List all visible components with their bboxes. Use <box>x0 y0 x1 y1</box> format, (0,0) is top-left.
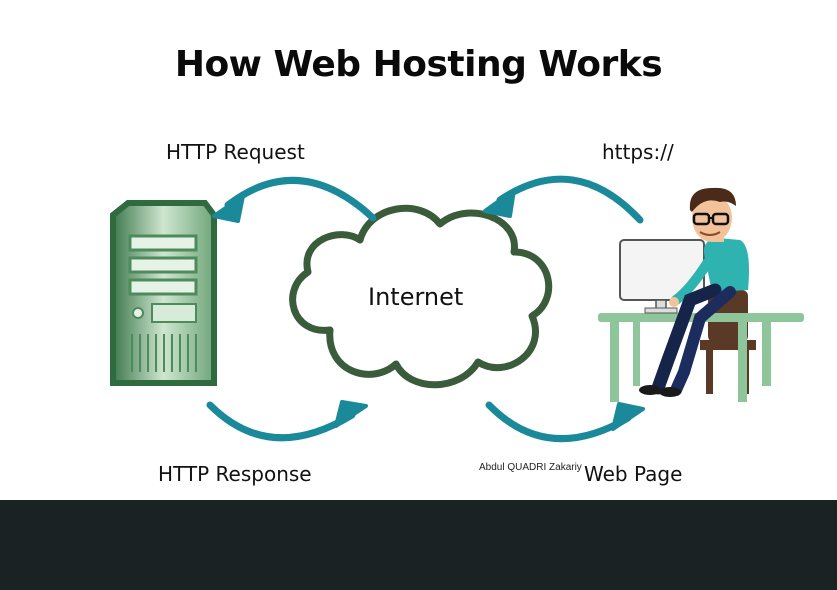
cloud-icon <box>289 204 553 389</box>
author-credit: Abdul QUADRI Zakariy <box>479 462 582 473</box>
footer-bar <box>0 500 837 590</box>
page-title: How Web Hosting Works <box>174 44 663 85</box>
arrow-webpage-icon <box>485 401 645 443</box>
server-icon <box>110 200 217 386</box>
arrow-https-icon <box>483 175 644 224</box>
diagram-graphics <box>110 175 804 443</box>
arrow-request-icon <box>212 176 377 223</box>
web-page-label: Web Page <box>584 462 683 486</box>
arrow-response-icon <box>206 400 368 442</box>
user-at-computer-icon <box>598 187 804 402</box>
http-request-label: HTTP Request <box>166 140 305 164</box>
https-label: https:// <box>602 140 674 164</box>
http-response-label: HTTP Response <box>158 462 312 486</box>
diagram-canvas: How Web Hosting Works HTTP Request https… <box>110 44 804 486</box>
internet-label: Internet <box>368 283 464 311</box>
